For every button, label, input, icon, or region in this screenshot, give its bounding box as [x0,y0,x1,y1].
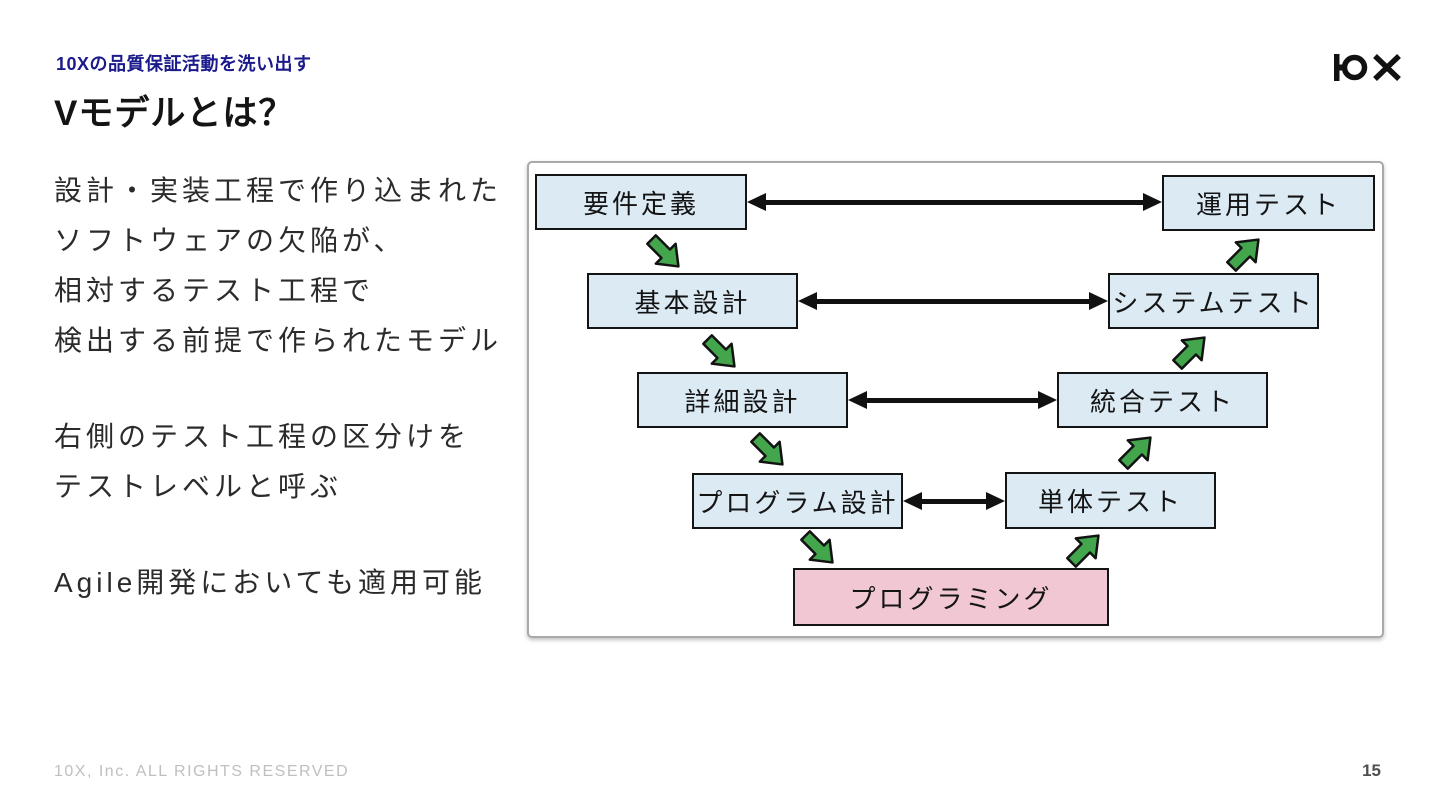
green-bent-arrow-up-right-icon [1172,336,1206,370]
green-bent-arrow-down-right-icon [800,530,834,564]
diagram-box-unit-test: 単体テスト [1005,472,1216,529]
body-line: テストレベルと呼ぶ [54,471,343,502]
paragraph-1: 設計・実装工程で作り込まれた ソフトウェアの欠陥が、 相対するテスト工程で 検出… [54,166,524,366]
body-line: 右側のテスト工程の区分けを [54,421,471,452]
body-line: 相対するテスト工程で [54,275,375,306]
copyright-text: 10X, Inc. ALL RIGHTS RESERVED [54,763,350,780]
body-line: Agile開発においても適用可能 [54,567,487,598]
double-headed-arrow-icon [903,492,1005,510]
v-model-diagram: 要件定義 基本設計 詳細設計 プログラム設計 運用テスト システムテスト 統合テ… [527,161,1384,638]
diagram-box-program-design: プログラム設計 [692,473,903,529]
diagram-box-system-test: システムテスト [1108,273,1319,329]
body-line: 設計・実装工程で作り込まれた [54,175,503,206]
body-line: ソフトウェアの欠陥が、 [54,225,406,256]
diagram-box-programming: プログラミング [793,568,1109,626]
double-headed-arrow-icon [798,292,1108,310]
diagram-box-basic-design: 基本設計 [587,273,798,329]
10x-logo-icon [1334,54,1401,81]
paragraph-3: Agile開発においても適用可能 [54,558,524,608]
section-label: 10Xの品質保証活動を洗い出す [56,54,312,74]
green-bent-arrow-up-right-icon [1066,534,1100,568]
diagram-box-operation-test: 運用テスト [1162,175,1375,231]
paragraph-2: 右側のテスト工程の区分けを テストレベルと呼ぶ [54,412,524,512]
diagram-box-integration-test: 統合テスト [1057,372,1268,428]
green-bent-arrow-down-right-icon [750,432,784,466]
green-bent-arrow-up-right-icon [1118,436,1152,470]
green-bent-arrow-up-right-icon [1226,238,1260,272]
body-text: 設計・実装工程で作り込まれた ソフトウェアの欠陥が、 相対するテスト工程で 検出… [54,166,524,608]
green-bent-arrow-down-right-icon [702,334,736,368]
double-headed-arrow-icon [848,391,1057,409]
page-title: Vモデルとは？ [54,94,295,133]
page-number: 15 [1362,761,1381,780]
diagram-box-requirements: 要件定義 [535,174,747,230]
double-headed-arrow-icon [747,193,1162,211]
body-line: 検出する前提で作られたモデル [54,325,503,356]
diagram-box-detailed-design: 詳細設計 [637,372,848,428]
green-bent-arrow-down-right-icon [646,234,680,268]
